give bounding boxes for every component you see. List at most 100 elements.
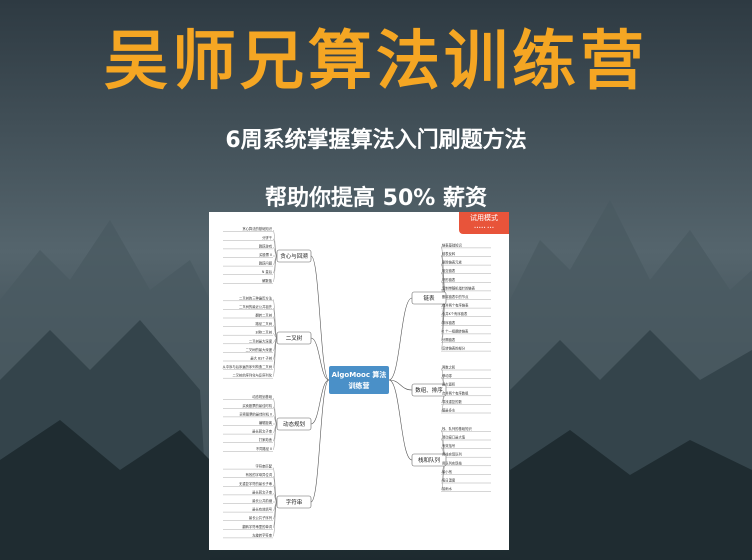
branch-connector: [388, 379, 413, 391]
leaf-topic[interactable]: 两数之和: [442, 365, 455, 370]
leaf-topic[interactable]: 复制带随机指针的链表: [442, 285, 476, 290]
branch-connector: [310, 255, 330, 381]
leaf-topic[interactable]: 不同路径 II: [256, 446, 272, 451]
leaf-topic[interactable]: 最大 BST 子树: [250, 356, 272, 361]
leaf-topic[interactable]: 合并两个有序链表: [442, 303, 469, 308]
leaf-topic[interactable]: 打家劫舍: [259, 437, 273, 442]
leaf-topic[interactable]: 合并K个有序链表: [442, 311, 468, 316]
salary-tagline: 帮助你提高 50% 薪资: [265, 186, 487, 211]
leaf-topic[interactable]: 买股票 II: [259, 252, 272, 257]
leaf-connector: [272, 324, 278, 339]
leaf-topic[interactable]: 无重复字符的最长子串: [239, 481, 272, 486]
leaf-connector: [272, 415, 278, 425]
branch-label: 字符串: [286, 498, 303, 506]
leaf-topic[interactable]: 最长有效括号: [252, 507, 272, 512]
branch-label: 链表: [423, 294, 435, 302]
leaf-topic[interactable]: 有效的字母异位词: [246, 472, 273, 477]
branch-connector: [310, 379, 330, 503]
leaf-topic[interactable]: 二叉树的序列化与反序列化: [232, 373, 272, 378]
leaf-topic[interactable]: 解数独: [262, 278, 273, 283]
leaf-topic[interactable]: 最长回文子串: [252, 429, 272, 434]
leaf-topic[interactable]: 栈、队列的基础知识: [442, 426, 472, 431]
branch-label: 数组、排序: [415, 386, 443, 394]
leaf-topic[interactable]: 从中序与后序遍历序列构造二叉树: [223, 364, 273, 369]
mindmap-preview: AlgoMooc 算法训练营 贪心与回溯 贪心算法的基础知识分饼干跳跃游戏买股票 I…: [209, 212, 509, 550]
leaf-topic[interactable]: 买卖股票的最佳时机: [242, 403, 272, 408]
leaf-topic[interactable]: N 皇后: [262, 269, 273, 274]
branch-node[interactable]: [411, 383, 447, 397]
leaf-topic[interactable]: 相交链表: [442, 268, 456, 273]
leaf-connector: [272, 493, 278, 503]
trial-mode-label: 试用模式: [470, 214, 498, 222]
branch-label: 栈和队列: [418, 456, 441, 464]
leaf-topic[interactable]: 路径二叉树: [256, 321, 273, 326]
branch-node[interactable]: [276, 417, 312, 431]
leaf-connector: [272, 238, 278, 257]
leaf-topic[interactable]: 跳跃游戏: [259, 243, 273, 248]
branch-connector: [388, 379, 413, 461]
leaf-connector: [272, 467, 278, 503]
leaf-topic[interactable]: 翻转二叉树: [256, 313, 273, 318]
leaf-topic[interactable]: 删除链表元素: [442, 260, 462, 265]
leaf-topic[interactable]: 动态规划基础: [252, 394, 272, 399]
leaf-topic[interactable]: 寻找重复的数: [442, 399, 462, 404]
leaf-topic[interactable]: 盛最多水: [442, 408, 456, 413]
leaf-connector: [272, 337, 278, 369]
leaf-topic[interactable]: 合并两个有序数组: [442, 390, 469, 395]
branch-node[interactable]: [276, 249, 312, 263]
trial-mode-badge[interactable]: 试用模式 ••••• •••: [459, 212, 509, 234]
leaf-topic[interactable]: 分饼干: [262, 235, 273, 240]
leaf-topic[interactable]: 有效括号: [442, 443, 456, 448]
leaf-topic[interactable]: 每日温度: [442, 478, 456, 483]
leaf-topic[interactable]: 最长公共子序列: [249, 515, 273, 520]
leaf-topic[interactable]: 二叉树的最近公共祖先: [239, 304, 273, 309]
leaf-topic[interactable]: 左旋转字符串: [252, 532, 272, 537]
leaf-connector: [272, 484, 278, 503]
center-node-line1: AlgoMooc 算法: [332, 370, 387, 379]
leaf-topic[interactable]: 字符串匹配: [256, 464, 273, 469]
leaf-topic[interactable]: 最大面积: [442, 382, 456, 387]
trial-mode-sub: ••••• •••: [473, 225, 495, 230]
leaf-connector: [272, 333, 278, 339]
leaf-connector: [272, 247, 278, 257]
leaf-topic[interactable]: 编辑距离: [259, 420, 273, 425]
leaf-topic[interactable]: 买卖股票的最佳时机 II: [239, 411, 272, 416]
leaf-topic[interactable]: 排序链表: [442, 320, 456, 325]
course-title: 吴师兄算法训练营: [104, 25, 648, 99]
leaf-topic[interactable]: K 个一组翻转链表: [442, 328, 469, 333]
leaf-topic[interactable]: 环形链表: [442, 277, 456, 282]
leaf-topic[interactable]: 对称二叉树: [256, 330, 273, 335]
leaf-topic[interactable]: 跳跃问题: [259, 261, 273, 266]
branch-node[interactable]: [411, 453, 447, 467]
leaf-topic[interactable]: 反转链表的部分: [442, 346, 466, 351]
leaf-topic[interactable]: 接雨水: [442, 486, 453, 491]
leaf-topic[interactable]: 用栈实现队列: [442, 452, 462, 457]
center-node-line2: 训练营: [349, 381, 370, 390]
leaf-topic[interactable]: 移动零: [442, 373, 453, 378]
leaf-topic[interactable]: 贪心算法的基础知识: [242, 226, 272, 231]
leaf-topic[interactable]: 翻转字符串里的单词: [242, 524, 272, 529]
leaf-topic[interactable]: 二叉树的三种遍历方法: [239, 295, 273, 300]
leaf-topic[interactable]: 滑动窗口最大值: [442, 435, 466, 440]
leaf-topic[interactable]: 最长回文子串: [252, 489, 272, 494]
leaf-topic[interactable]: 分隔链表: [442, 337, 456, 342]
leaf-topic[interactable]: 链表基础知识: [442, 242, 462, 247]
leaf-topic[interactable]: 最小栈: [442, 469, 453, 474]
branch-label: 贪心与回溯: [280, 252, 308, 260]
branch-label: 动态规划: [283, 420, 305, 428]
branch-node[interactable]: [411, 291, 447, 305]
leaf-topic[interactable]: 二叉树最大深度: [249, 338, 273, 343]
branch-node[interactable]: [276, 331, 312, 345]
leaf-topic[interactable]: 用队列实现栈: [442, 460, 462, 465]
leaf-topic[interactable]: 链表反转: [442, 251, 456, 256]
center-node: [329, 366, 389, 394]
leaf-connector: [272, 255, 278, 282]
leaf-topic[interactable]: 最长公共前缀: [252, 498, 272, 503]
leaf-connector: [272, 307, 278, 339]
leaf-topic[interactable]: 二叉树的最大深度: [246, 347, 273, 352]
leaf-connector: [272, 337, 278, 377]
branch-node[interactable]: [276, 495, 312, 509]
leaf-topic[interactable]: 删除链表中的节点: [442, 294, 469, 299]
